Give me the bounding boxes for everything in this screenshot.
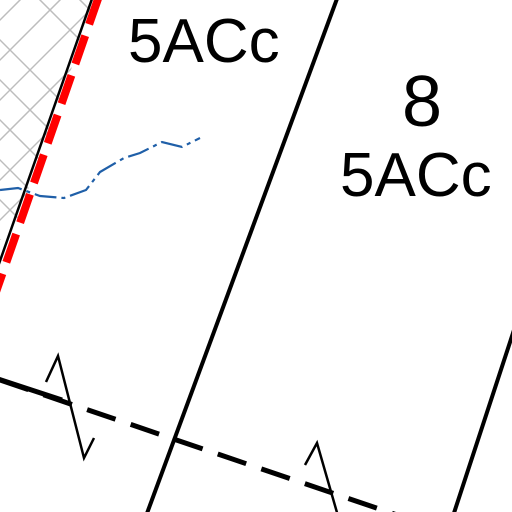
break-symbol-right [303,439,339,512]
right-parcel-boundary [452,329,512,512]
parcel-number-label: 8 [402,62,442,142]
zone-label-top: 5ACc [128,7,280,76]
solid-lot-line-segment [0,377,63,403]
dashed-lot-line [0,377,397,512]
break-symbol-left [44,352,96,462]
hatched-area [0,0,96,240]
parcel-zone-label: 5ACc [340,141,492,210]
stream-line [0,137,201,200]
red-dashed-boundary [0,0,102,293]
middle-parcel-boundary [145,0,339,512]
left-parcel-boundary [0,0,93,265]
